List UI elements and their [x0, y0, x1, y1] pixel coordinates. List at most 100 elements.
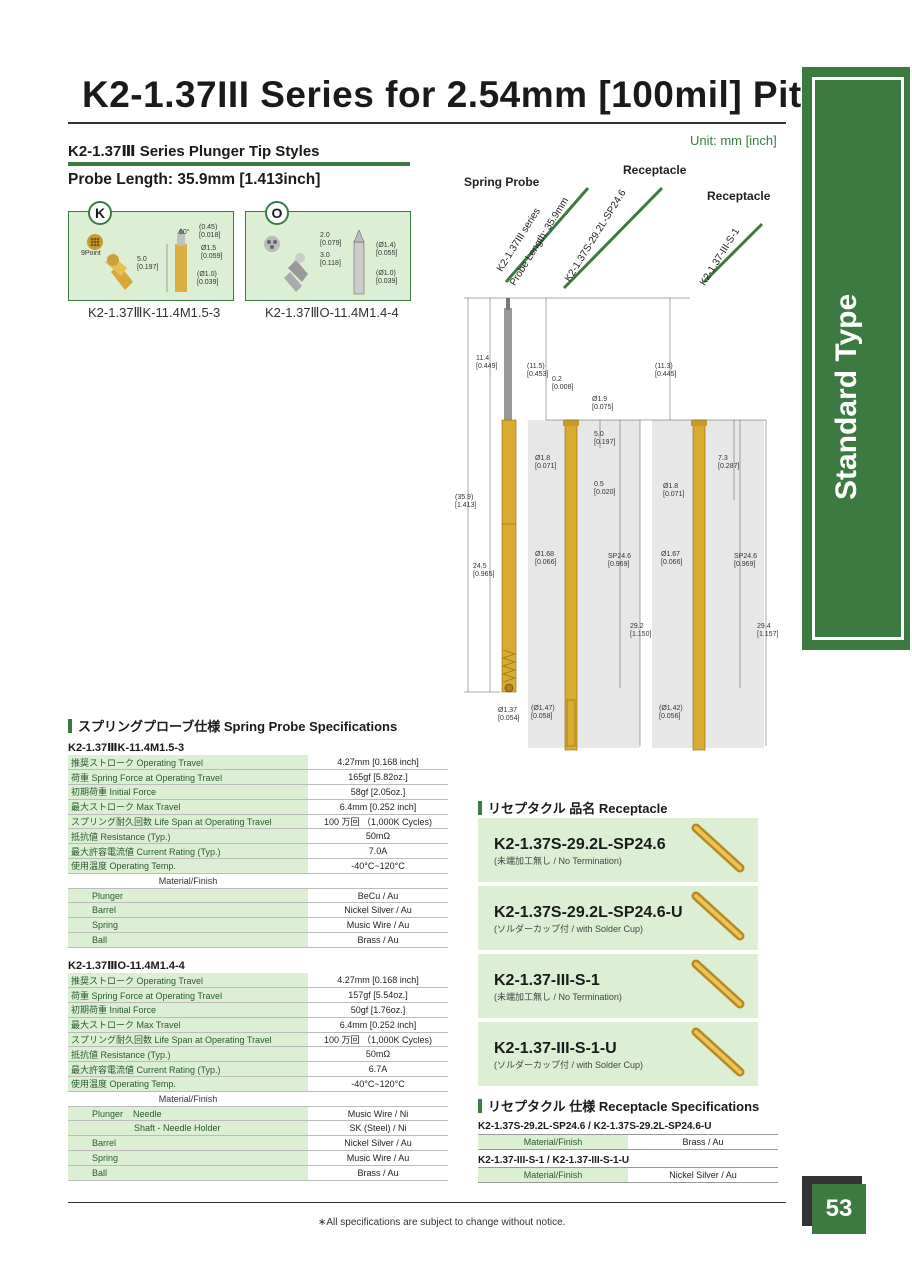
material-part: Plunger: [68, 888, 308, 904]
title-rule: [68, 122, 786, 124]
receptacle-name: K2-1.37-III-S-1-U: [494, 1040, 617, 1057]
rspec-heading: リセプタクル 仕様 Receptacle Specifications: [478, 1096, 759, 1115]
spec-value: 6.7A: [308, 1061, 448, 1078]
dim-j: Ø1.68[0.066]: [535, 551, 557, 566]
tips-heading: K2-1.37Ⅲ Series Plunger Tip Styles: [68, 143, 320, 160]
spec-key: 最大許容電流値 Current Rating (Typ.): [68, 1061, 308, 1078]
spec-key: 使用温度 Operating Temp.: [68, 1076, 308, 1092]
dim-a: 11.4[0.449]: [476, 355, 498, 370]
spec-key: 最大ストローク Max Travel: [68, 1017, 308, 1033]
dim-l: 29.2[1.150]: [630, 623, 652, 638]
tip-k-d3: 5.0[0.197]: [137, 256, 159, 271]
dim-n: (Ø1.47)[0.058]: [531, 705, 555, 720]
spec-key: 最大ストローク Max Travel: [68, 799, 308, 815]
spec-key: 荷重 Spring Force at Operating Travel: [68, 769, 308, 786]
material-header: Material/Finish: [68, 873, 448, 889]
spec-value: 58gf [2.05oz.]: [308, 784, 448, 800]
receptacle-card: K2-1.37-III-S-1(未端加工無し / No Termination): [478, 954, 758, 1018]
material-label: Material/Finish: [68, 1091, 308, 1107]
probe-diagram: [464, 186, 767, 751]
material-value: Brass / Au: [308, 1165, 448, 1181]
dim-p: 7.3[0.287]: [718, 455, 740, 470]
footer-rule: [68, 1202, 786, 1203]
tip-k-letter: K: [88, 201, 112, 225]
spring-probe-label: Spring Probe: [464, 175, 540, 189]
spec-heading: スプリングプローブ仕様 Spring Probe Specifications: [68, 716, 397, 735]
dim-o: (11.3)[0.445]: [655, 363, 677, 378]
tip-k-d2: Ø1.5[0.059]: [201, 245, 223, 260]
dim-c: 0.2[0.008]: [552, 376, 574, 391]
spec-value: 165gf [5.82oz.]: [308, 769, 448, 786]
page-title: K2-1.37III Series for 2.54mm [100mil] Pi…: [82, 74, 846, 115]
spec-key: 抵抗値 Resistance (Typ.): [68, 828, 308, 845]
tip-o-d4: (Ø1.0)[0.039]: [376, 270, 398, 285]
material-blank: [308, 1091, 448, 1107]
material-value: Music Wire / Au: [308, 917, 448, 934]
tip-o-drawing: [264, 229, 365, 295]
spec-value: -40°C~120°C: [308, 858, 448, 874]
dim-h: (35.9)[1.413]: [455, 494, 477, 509]
footer-note: ∗All specifications are subject to chang…: [318, 1217, 566, 1228]
tip-k-caption: K2-1.37ⅢK-11.4M1.5-3: [88, 305, 221, 320]
side-tab: [802, 67, 910, 650]
tip-k-box: K 9Point 60° (0.45)[0.018] Ø1.5[0.059] 5…: [68, 201, 234, 301]
material-part: Ball: [68, 1165, 308, 1181]
tip-o-box: O 2.0[0.079] 3.0[0.118] (Ø1.4)[0.055] (Ø…: [245, 201, 411, 301]
dim-g: 0.5[0.020]: [594, 481, 616, 496]
spec-row: 最大許容電流値 Current Rating (Typ.)7.0A: [68, 843, 448, 860]
receptacle-image: [691, 1027, 745, 1077]
receptacle-name: K2-1.37S-29.2L-SP24.6-U: [494, 904, 683, 921]
receptacle-note: (ソルダーカップ付 / with Solder Cup): [494, 1060, 644, 1070]
side-tab-label: Standard Type: [830, 293, 863, 500]
tip-o-d1: 2.0[0.079]: [320, 232, 342, 247]
receptacle-name: K2-1.37-III-S-1: [494, 972, 600, 989]
probe-length: Probe Length: 35.9mm [1.413inch]: [68, 171, 321, 188]
spec-table2-title: K2-1.37ⅢO-11.4M1.4-4: [68, 960, 185, 972]
material-value: Music Wire / Ni: [308, 1106, 448, 1122]
spec-value: -40°C~120°C: [308, 1076, 448, 1092]
dim-t: 29.4[1.157]: [757, 623, 779, 638]
material-part: Spring: [68, 917, 308, 934]
page-number: 53: [812, 1184, 866, 1234]
spec-key: スプリング耐久回数 Life Span at Operating Travel: [68, 814, 308, 830]
spec-value: 4.27mm [0.168 inch]: [308, 973, 448, 989]
receptacle-name: K2-1.37S-29.2L-SP24.6: [494, 836, 666, 853]
tip-k-d4: (Ø1.0)[0.039]: [197, 271, 219, 286]
spec-value: 4.27mm [0.168 inch]: [308, 755, 448, 771]
needle-label: Needle: [133, 1108, 162, 1119]
spec-key: スプリング耐久回数 Life Span at Operating Travel: [68, 1032, 308, 1048]
tip-o-d2: 3.0[0.118]: [320, 252, 341, 267]
tip-k-d1: (0.45)[0.018]: [199, 224, 221, 239]
dim-r: Ø1.67[0.066]: [661, 551, 683, 566]
material-part: Spring: [68, 1150, 308, 1166]
receptacle-image: [691, 891, 745, 941]
spec-value: 6.4mm [0.252 inch]: [308, 1017, 448, 1033]
spec-value: 50mΩ: [308, 828, 448, 845]
spec-value: 50gf [1.76oz.]: [308, 1002, 448, 1018]
dim-m: Ø1.37[0.054]: [498, 707, 520, 722]
spec-row: 最大許容電流値 Current Rating (Typ.)6.7A: [68, 1061, 448, 1078]
material-header: Material/Finish: [68, 1091, 448, 1107]
spec-key: 初期荷重 Initial Force: [68, 784, 308, 800]
spec-value: 100 万回 （1,000K Cycles): [308, 814, 448, 830]
spec-key: 最大許容電流値 Current Rating (Typ.): [68, 843, 308, 860]
tips-rule: [68, 162, 410, 166]
spec-value: 100 万回 （1,000K Cycles): [308, 1032, 448, 1048]
material-part: Barrel: [68, 1135, 308, 1152]
material-label: Material/Finish: [68, 873, 308, 889]
receptacle-image: [691, 959, 745, 1009]
dim-f: Ø1.8[0.071]: [535, 455, 557, 470]
